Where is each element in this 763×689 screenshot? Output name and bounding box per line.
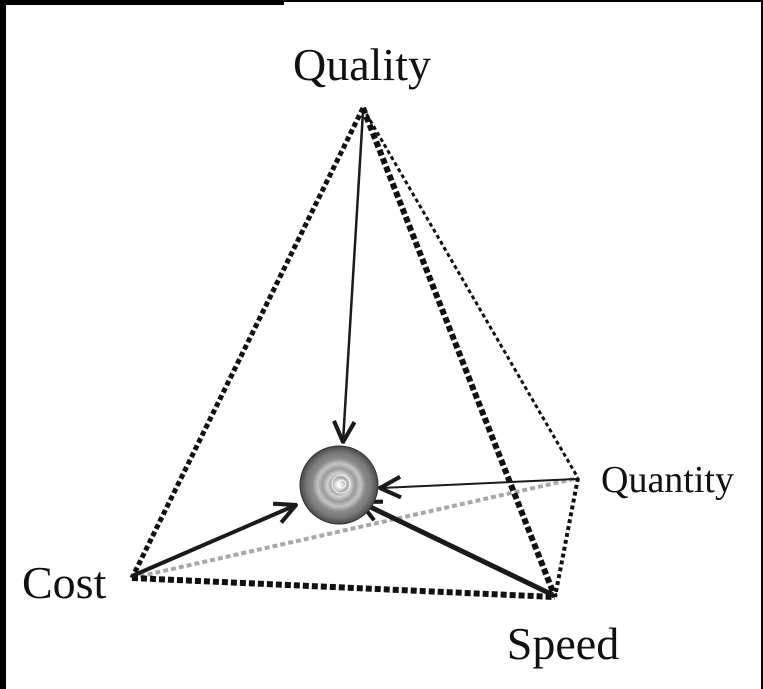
edge-quantity-speed (553, 477, 580, 598)
edge-quality-speed (360, 106, 558, 599)
center-sphere-ring (331, 474, 351, 494)
edge-cost-quantity (131, 476, 579, 580)
arrow-speed-to-center (360, 502, 555, 598)
frame-top-line (284, 0, 761, 2)
frame-top-bar (0, 0, 284, 5)
center-sphere (299, 445, 379, 525)
edge-quality-cost (129, 106, 366, 580)
arrow-quantity-to-center (380, 479, 577, 488)
label-cost: Cost (22, 557, 107, 608)
frame-left-border (0, 0, 6, 689)
center-sphere-ring-inner (337, 479, 347, 489)
edge-quality-quantity (361, 107, 580, 479)
label-quality: Quality (293, 39, 431, 90)
label-quantity: Quantity (601, 459, 734, 501)
label-speed: Speed (507, 618, 619, 669)
arrow-cost-to-center (131, 505, 296, 578)
edge-cost-speed (131, 575, 556, 600)
frame-right-border (761, 0, 763, 689)
arrow-quality-to-center (343, 111, 365, 442)
